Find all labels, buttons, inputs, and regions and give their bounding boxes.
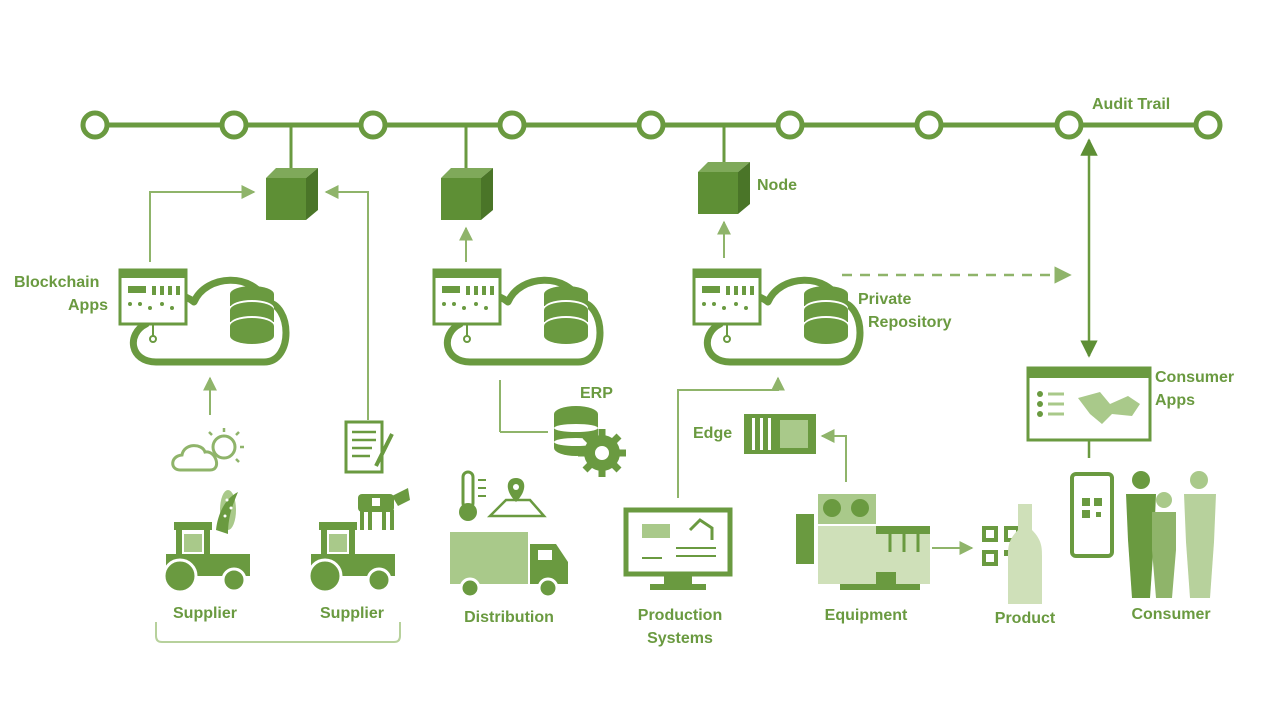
map-pin-icon: [486, 478, 547, 518]
tractor-icon: [162, 520, 252, 592]
production-systems-label-line1: Production: [637, 607, 723, 624]
monitor-icon: [623, 507, 733, 590]
consumer-apps-label-line2: Apps: [1155, 392, 1195, 409]
consumer-apps-label-line1: Consumer: [1155, 369, 1235, 386]
audit-trail-label: Audit Trail: [1092, 96, 1171, 113]
product-label: Product: [994, 610, 1056, 627]
blockchain-node-icon: [441, 168, 493, 220]
blockchain-apps-label-line2: Apps: [68, 297, 108, 314]
document-icon: [344, 420, 394, 474]
consumer-label: Consumer: [1131, 606, 1211, 623]
blockchain-apps-label-line1: Blockchain: [14, 274, 100, 291]
corn-icon: [216, 490, 238, 534]
robot-arm-icon: [688, 518, 714, 540]
gear-icon: [578, 429, 626, 477]
cow-icon: [358, 488, 410, 530]
smartphone-icon: [1070, 472, 1114, 558]
tractor-icon: [307, 520, 397, 592]
production-systems-label-line2: Systems: [647, 630, 713, 647]
supplier-bracket: [155, 622, 401, 643]
edge-device-icon: [744, 414, 816, 454]
truck-icon: [450, 532, 568, 599]
distribution-label: Distribution: [464, 609, 554, 626]
database-icon: [554, 406, 598, 456]
private-repository-label-line2: Repository: [868, 314, 952, 331]
erp-label: ERP: [580, 385, 613, 402]
private-repository-label-line1: Private: [858, 291, 912, 308]
people-icon: [1126, 471, 1216, 598]
thermometer-icon: [459, 470, 486, 521]
bottle-icon: [1008, 504, 1042, 604]
supplier-label: Supplier: [172, 605, 238, 622]
supplier-label: Supplier: [319, 605, 385, 622]
edge-label: Edge: [693, 425, 733, 442]
blockchain-node-icon: [698, 162, 750, 214]
equipment-label: Equipment: [824, 607, 908, 624]
world-map-icon: [1078, 392, 1140, 424]
consumer-apps-dashboard: [1026, 366, 1152, 458]
private-repository-cloud: [694, 270, 860, 362]
weather-icon: [171, 428, 244, 472]
distribution-cloud: [434, 270, 600, 362]
blockchain-apps-cloud: [120, 270, 286, 362]
machine-icon: [796, 494, 930, 590]
audit-trail-line: [80, 110, 1223, 140]
blockchain-node-icon: [266, 168, 318, 220]
node-label: Node: [757, 177, 797, 194]
